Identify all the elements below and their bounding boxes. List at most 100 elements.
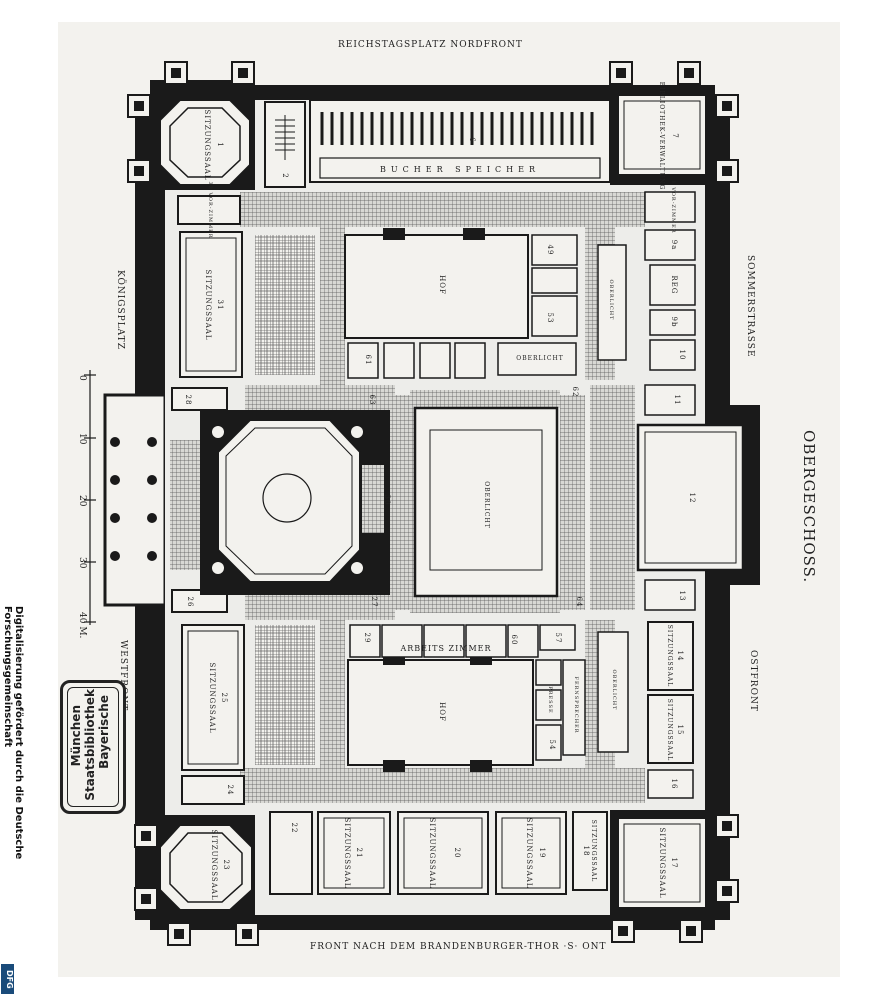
room-15 <box>647 694 694 764</box>
label-r23-num: 23 <box>222 860 230 871</box>
label-r15-num: 15 <box>676 725 684 736</box>
label-r30: 30 <box>383 495 391 506</box>
label-buecher-speicher: BUCHER SPEICHER <box>380 165 540 174</box>
label-r60: 60 <box>510 635 518 646</box>
stamp-line-3: München <box>69 705 83 767</box>
scale-bar <box>84 370 96 625</box>
room-18 <box>572 811 608 891</box>
heading-east: SOMMERSTRASSE <box>745 255 755 358</box>
courtyard-south <box>347 659 534 766</box>
label-r24: 24 <box>226 785 234 796</box>
label-r20: SITZUNGSSAAL <box>428 818 436 889</box>
label-r12: 12 <box>688 493 696 504</box>
label-r25: SITZUNGSSAAL <box>208 663 216 734</box>
label-r64: 64 <box>575 597 583 608</box>
label-r49: 49 <box>546 245 554 256</box>
label-oberlicht-small: OBERLICHT <box>516 355 563 362</box>
label-r63: 63 <box>368 395 376 406</box>
label-r26: 26 <box>186 597 194 608</box>
plan-title: OBERGESCHOSS. <box>800 430 818 584</box>
label-r17-num: 17 <box>670 858 678 869</box>
central-octagon-hall <box>200 410 390 595</box>
label-r9b: 9b <box>670 317 678 328</box>
stamp-line-2: Staatsbibliothek <box>83 689 97 801</box>
label-r21-num: 21 <box>355 848 363 859</box>
label-r31-num: 31 <box>216 300 224 311</box>
corridor-south <box>240 768 645 803</box>
heading-east-front: OSTFRONT <box>748 650 758 712</box>
courtyard-north <box>344 234 529 339</box>
label-r15: SITZUNGSSAAL <box>666 699 673 762</box>
scale-tick-0: 0 <box>77 375 87 381</box>
label-r20-num: 20 <box>453 848 461 859</box>
room-25 <box>181 624 245 771</box>
label-r19: SITZUNGSSAAL <box>525 818 533 889</box>
label-r18: SITZUNGSSAAL <box>590 820 597 883</box>
label-r32: 32 VOR-ZIMMER <box>207 181 213 238</box>
label-r1: SITZUNGSSAAL <box>203 110 211 181</box>
label-r16: 16 <box>670 779 678 790</box>
svg-text:20: 20 <box>77 495 87 507</box>
label-r10-txt: REG <box>670 276 678 295</box>
label-r1-num: 1 <box>216 142 224 147</box>
heading-south: FRONT NACH DEM BRANDENBURGER-THOR ·S· ON… <box>310 942 607 952</box>
stamp-line-1: Bayerische <box>97 695 111 769</box>
label-r17: SITZUNGSSAAL <box>658 828 666 899</box>
label-r13: 13 <box>678 591 686 602</box>
label-r25-num: 25 <box>220 693 228 704</box>
label-arbeits: ARBEITS ZIMMER <box>399 644 491 653</box>
room-21 <box>317 811 391 895</box>
label-fernsprecher: FERNSPRECHER <box>573 676 579 733</box>
scale-tick-10: 10 <box>77 433 87 445</box>
svg-text:40 M.: 40 M. <box>77 612 87 639</box>
scale-tick-20: 20 <box>77 495 87 507</box>
room-31 <box>179 231 243 378</box>
tower-sw <box>150 815 255 930</box>
label-r21: SITZUNGSSAAL <box>343 818 351 889</box>
label-r22: 22 <box>290 823 298 834</box>
room-14 <box>647 621 694 691</box>
label-r19-num: 19 <box>538 848 546 859</box>
label-r62: 62 <box>571 387 579 398</box>
heading-north: REICHSTAGSPLATZ NORDFRONT <box>338 40 523 50</box>
room-19 <box>495 811 567 895</box>
label-r28: 28 <box>184 395 192 406</box>
label-r18-num: 18 <box>582 846 590 857</box>
label-r7-num: 7 <box>671 133 679 138</box>
label-r6: 6 <box>468 137 476 142</box>
svg-text:10: 10 <box>77 433 87 445</box>
label-r27: 27 <box>370 597 378 608</box>
dfg-logo: DFG <box>1 964 14 994</box>
label-oberlicht-center: OBERLICHT <box>483 481 490 528</box>
label-r31: SITZUNGSSAAL <box>204 270 212 341</box>
svg-text:30: 30 <box>77 557 87 569</box>
label-r2: 2 <box>281 173 289 178</box>
label-hof-n: HOF <box>438 275 446 295</box>
corridor-north <box>240 192 645 227</box>
scale-tick-40: 40 M. <box>77 612 87 639</box>
label-r7: BIBLIOTHEK-VERWALTUNG <box>658 82 665 191</box>
digitization-credit: Digitalisierung gefördert durch die Deut… <box>2 606 24 860</box>
label-presse: PRESSE <box>547 686 553 713</box>
label-r14: SITZUNGSSAAL <box>666 625 673 688</box>
label-r57: 57 <box>554 633 562 644</box>
label-oberlicht-ne: OBERLICHT <box>608 279 614 320</box>
label-r14-num: 14 <box>676 651 684 662</box>
label-r54: 54 <box>548 740 556 751</box>
label-oberlicht-se: OBERLICHT <box>611 669 617 710</box>
library-stamp: Bayerische Staatsbibliothek München <box>60 680 126 814</box>
label-hof-s: HOF <box>438 702 446 722</box>
label-r29: 29 <box>363 633 371 644</box>
label-r10: 10 <box>678 350 686 361</box>
heading-west-square: KÖNIGSPLATZ <box>115 270 125 350</box>
label-r9a: 9a <box>670 240 678 251</box>
scale-tick-30: 30 <box>77 557 87 569</box>
central-oberlicht <box>413 406 559 598</box>
label-r61: 61 <box>364 355 372 366</box>
label-r8: 8 VOR-ZIMMER <box>670 181 676 234</box>
room-12 <box>636 423 745 572</box>
label-r23: SITZUNGSSAAL <box>210 830 218 901</box>
tower-nw <box>150 80 255 190</box>
label-r11: 11 <box>673 395 681 406</box>
